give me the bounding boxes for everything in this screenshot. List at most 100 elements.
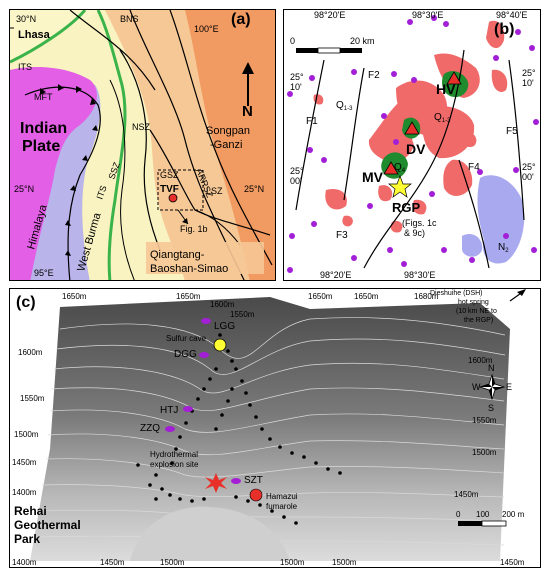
its-mid-label: ITS [94,184,108,201]
gsz-fault [149,129,271,236]
contour-1450-left: 1450m [12,458,37,467]
c-scale-a [458,521,482,526]
lon-2020-top: 98°20'E [314,10,345,20]
contour-1550-left: 1550m [20,394,45,403]
lat-30: 30°N [16,14,36,24]
faults [295,49,525,269]
panel-a-label: (a) [231,11,251,28]
rgp-label: RGP [392,200,421,215]
dsh-line-2: hot spring [458,299,489,306]
contour-top-4: 1650m [354,292,379,301]
q13-a-label: Q1-3 [336,100,353,112]
scale-bar-a [296,48,318,53]
ssz-fault [109,79,135,280]
indian-label-1: Indian [20,120,67,137]
contour-1550-right: 1550m [472,416,497,425]
mft-teeth [40,84,98,256]
contour-1500-left: 1500m [14,430,39,439]
its-suture-top [10,10,87,64]
sulfur-cave-marker [213,338,227,352]
dv-volcano [404,121,420,135]
its-suture-main [96,10,127,280]
q13-b-label: Q1-3 [434,112,451,124]
fig1b-box [157,169,204,211]
n2-unit [477,175,525,264]
explosion-site-star [205,473,227,493]
f4-label: F4 [468,162,480,173]
bottom-contour-3: 1500m [280,558,305,567]
compass-e: E [506,382,512,392]
q4-label: Q4 [394,162,406,174]
lon-95: 95°E [34,268,54,278]
bottom-mound [130,506,290,561]
zzq-label: ZZQ [140,423,160,434]
lat-00-right-deg: 25° [522,162,536,172]
compass-rose [478,373,506,401]
hv-label: HV [436,81,456,97]
contour-1450-right: 1450m [454,490,479,499]
panel-c-label: (c) [16,294,36,311]
contour-lines [33,317,506,546]
contour-1500-right: 1500m [472,448,497,457]
nsz-fault [119,49,161,251]
bns-fault [69,10,156,91]
park-map-svg: (c) 1650m 1650m 1600m 1650m 1650m 1680m … [10,289,540,567]
sulfur-cave-label: Sulfur cave [166,334,207,343]
lat-00-left-deg: 25° [290,166,304,176]
volcanic-map-svg: 98°20'E 98°30'E 98°40'E (b) 0 20 km 25° … [284,10,540,280]
lat-10-left-min: 10' [290,82,302,92]
panel-b-volcanic-map: 98°20'E 98°30'E 98°40'E (b) 0 20 km 25° … [283,9,541,281]
bottom-contour-0: 1400m [12,558,37,567]
contour-1400-left: 1400m [12,488,37,497]
dsh-line-1: Dieshuihe (DSH) [430,290,483,297]
panel-c-geothermal-park: (c) 1650m 1650m 1600m 1650m 1650m 1680m … [9,288,541,568]
songpan-label-1: Songpan [206,125,250,137]
lat-00-right-min: 00' [522,172,534,182]
lgg-label: LGG [214,321,235,332]
lat-25-right: 25°N [244,184,264,194]
lon-4040-top: 98°40'E [496,10,527,20]
contour-top-0: 1650m [62,292,87,301]
lon-3030-bot: 98°30'E [404,270,435,280]
f1-label: F1 [306,116,318,127]
n2-label: N2 [498,242,509,254]
park-line-1: Rehai [14,504,47,518]
panel-b-label: (b) [494,21,514,38]
indian-plate [10,67,97,280]
rgp-ref-1: (Figs. 1c [402,218,437,228]
rgp-ref-2: & 9c) [404,228,425,238]
its-top-label: ITS [18,62,32,72]
mv-volcano [383,161,399,175]
rgp-star [388,175,412,198]
c-scale-0: 0 [456,510,461,519]
hydro-line-2: explosion site [150,460,199,469]
panel-a-tectonic-map: 30°N (a) Lhasa BNS ITS MFT 100°E N Songp… [9,9,276,281]
contour-1600-right: 1600m [468,356,493,365]
bottom-contour-4: 1500m [332,558,357,567]
htj-label: HTJ [160,405,178,416]
scale-0: 0 [290,36,295,46]
hamazui-line-2: fumarole [266,502,298,511]
f5-label: F5 [506,126,518,137]
dv-label: DV [406,141,426,157]
compass-w: W [472,382,481,392]
compass-n: N [488,363,495,373]
bottom-contour-1: 1450m [100,558,125,567]
terrain [30,297,510,561]
szt-label: SZT [244,475,263,486]
sample-points [136,333,342,525]
hv-volcano [446,71,462,85]
arrsz-fault-east [169,10,273,266]
songpan-label-2: -Ganzi [210,139,242,151]
lhasa-block [10,10,102,60]
lat-00-left-min: 00' [290,176,302,186]
nsz-label: NSZ [132,122,151,132]
scale-bar-c [340,48,362,53]
bottom-contour-5: 1450m [500,558,525,567]
dsh-line-3: (10 km NE to [456,308,497,315]
bns-label: BNS [120,14,139,24]
lsz-fault [194,209,241,246]
mft-label: MFT [34,92,53,102]
north-label: N [242,103,253,120]
park-line-3: Park [14,532,40,546]
